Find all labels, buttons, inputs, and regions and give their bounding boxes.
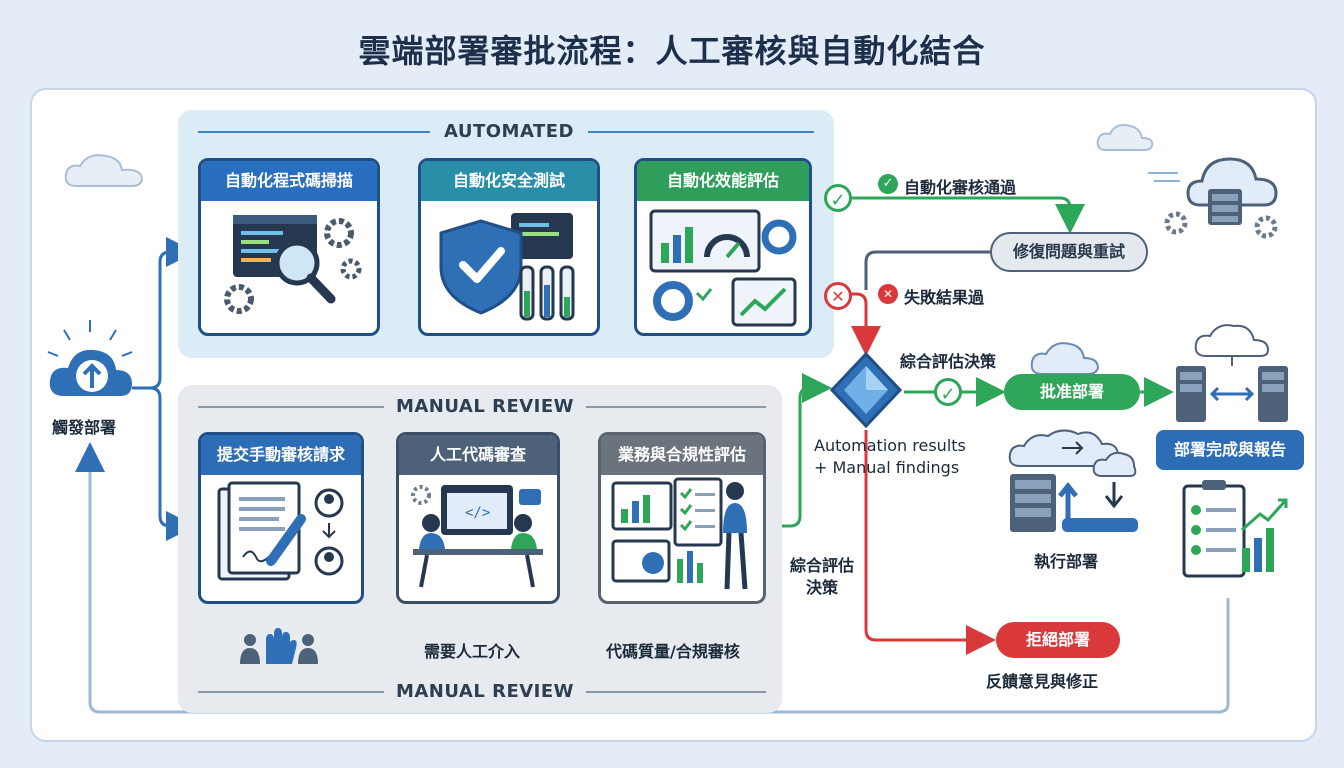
approve-deployment-button[interactable]: 批准部署 [1004,374,1140,410]
divider [198,691,384,693]
compliance-illustration [601,475,763,601]
approve-check-icon: ✓ [934,378,962,406]
server-sync-icon [1172,322,1292,428]
execute-deployment-label: 執行部署 [1034,552,1099,571]
performance-illustration [637,201,809,333]
deployment-complete-report-button[interactable]: 部署完成與報告 [1156,430,1304,470]
fix-retry-button[interactable]: 修復問題與重試 [990,232,1148,272]
decision-inputs-line2: + Manual findings [814,458,960,477]
auto-step-label: 自動化程式碼掃描 [201,161,377,201]
auto-step-label: 自動化安全測試 [421,161,597,201]
decision-side-label-line1: 綜合評估 [790,556,855,575]
decision-label: 綜合評估決策 [900,352,997,371]
trigger-label: 觸發部署 [52,418,117,437]
code-scan-illustration [201,201,377,333]
submit-request-illustration [201,475,361,601]
manual-panel-top-label: MANUAL REVIEW [395,396,575,417]
fail-cross-icon: ✕ [824,282,852,310]
decision-side-label-line2: 決策 [806,578,839,597]
pass-check-icon: ✓ [824,184,852,212]
divider [586,406,766,408]
auto-step-code-scan[interactable]: 自動化程式碼掃描 [198,158,380,336]
quality-compliance-label: 代碼質量/合規審核 [606,642,740,661]
execute-deployment-illustration [1006,420,1142,544]
automated-panel-label: AUTOMATED [443,121,575,142]
manual-step-compliance[interactable]: 業務與合規性評估 [598,432,766,604]
reject-deployment-button[interactable]: 拒絕部署 [996,622,1120,658]
manual-step-label: 業務與合規性評估 [601,435,763,475]
svg-text:</>: </> [465,505,490,521]
manual-step-submit-review[interactable]: 提交手動審核請求 [198,432,364,604]
fail-status-icon: ✕ [878,284,898,304]
cloud-decoration-icon [1030,340,1100,380]
divider [588,131,814,133]
cloud-server-icon [1148,145,1288,249]
manual-intervention-label: 需要人工介入 [424,642,521,661]
decision-diamond-icon [829,351,903,432]
feedback-correction-label: 反饋意見與修正 [986,672,1099,691]
auto-step-performance[interactable]: 自動化效能評估 [634,158,812,336]
manual-step-code-review[interactable]: 人工代碼審查 </> [396,432,560,604]
divider [198,406,384,408]
code-review-illustration: </> [399,475,557,601]
page-title: 雲端部署審批流程：人工審核與自動化結合 [358,32,986,70]
team-hand-icon [238,626,322,672]
manual-panel-bottom-label: MANUAL REVIEW [395,681,575,702]
pass-status-icon: ✓ [878,174,898,194]
security-illustration [421,201,597,333]
manual-step-label: 提交手動審核請求 [201,435,361,475]
auto-step-security-test[interactable]: 自動化安全測試 [418,158,600,336]
manual-step-label: 人工代碼審查 [399,435,557,475]
report-clipboard-icon [1180,478,1292,586]
cloud-decoration-icon [1096,120,1156,158]
auto-pass-label: 自動化審核通過 [904,178,1017,197]
auto-step-label: 自動化效能評估 [637,161,809,201]
divider [198,131,430,133]
trigger-cloud-icon [42,318,138,412]
divider [586,691,766,693]
cloud-decoration-icon [62,150,152,194]
decision-inputs-line1: Automation results [814,436,966,455]
auto-fail-label: 失敗結果過 [904,288,985,307]
